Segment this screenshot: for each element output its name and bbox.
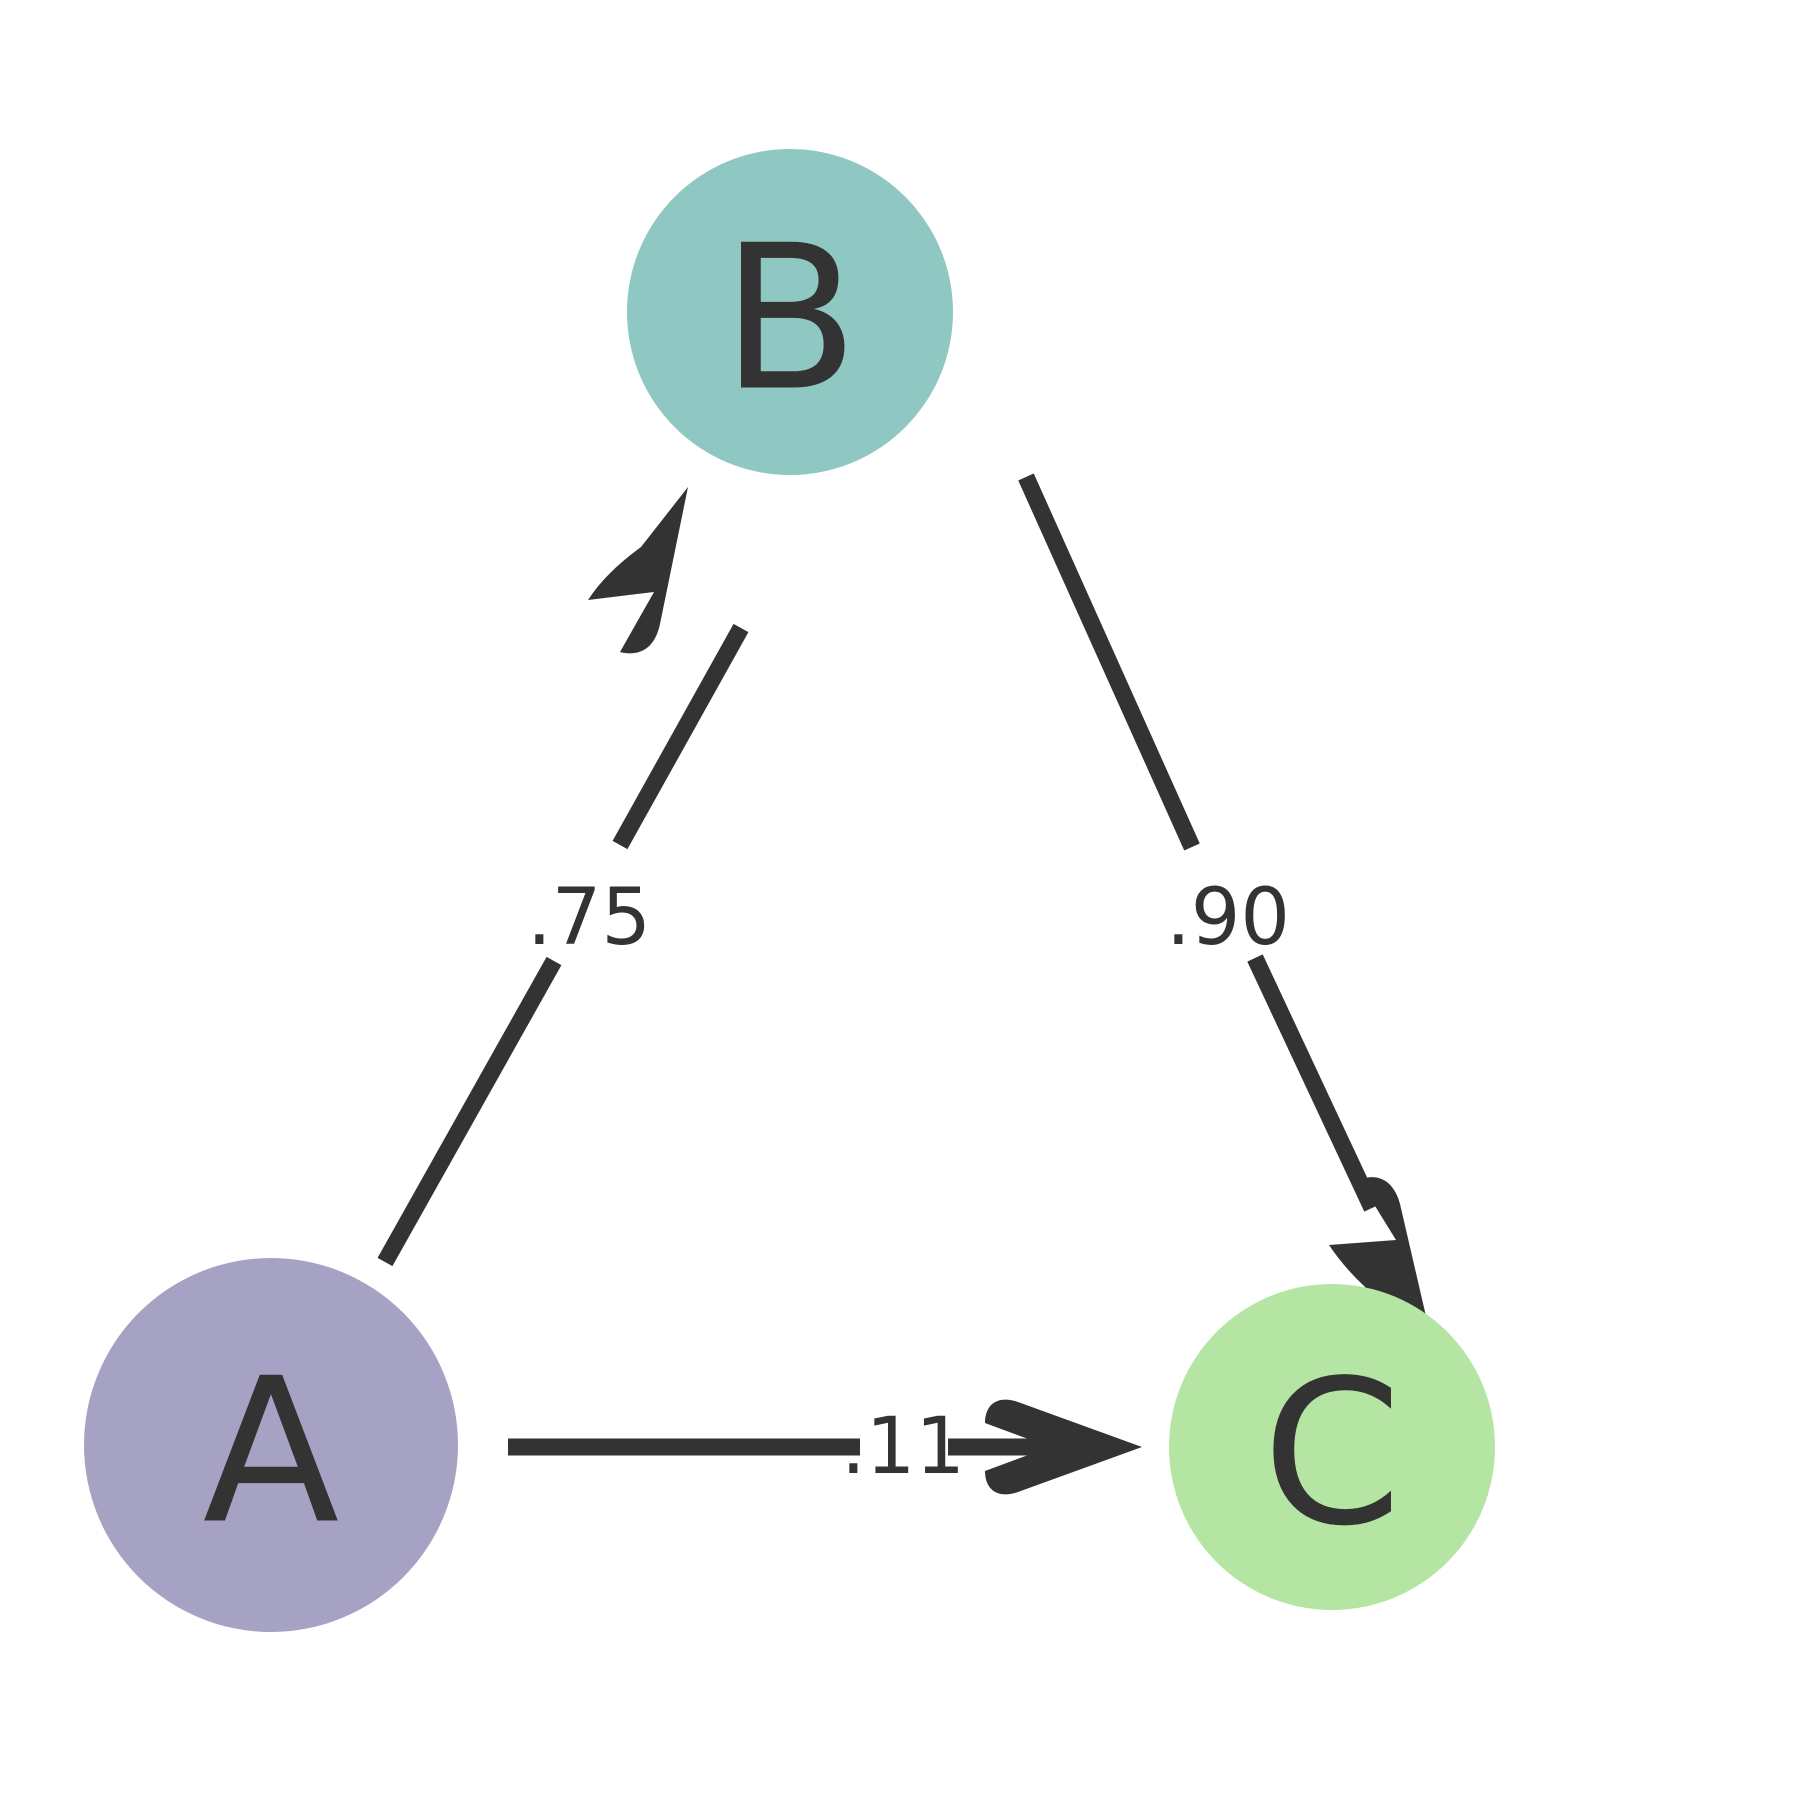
node-b-label: B [721,203,858,436]
edge-b-c[interactable]: .90 [1018,473,1432,1342]
nodes-layer: A B C [84,149,1495,1632]
edge-a-b-arrowhead [588,487,688,654]
edge-b-c-arrowhead [1329,1177,1432,1342]
node-c-label: C [1262,1338,1402,1571]
node-a[interactable]: A [84,1258,458,1632]
edge-b-c-line-upper [1018,473,1200,851]
node-c[interactable]: C [1169,1284,1495,1610]
edge-a-b-line-upper [612,623,749,850]
node-a-circle[interactable] [84,1258,458,1632]
edge-a-b-line-lower [377,956,562,1267]
edges-layer: .75 .90 .11 [377,473,1432,1495]
edge-a-b-label: .75 [527,873,651,963]
edge-b-c-label: .90 [1166,873,1290,963]
node-b-circle[interactable] [627,149,953,475]
edge-a-b[interactable]: .75 [377,487,749,1267]
node-c-circle[interactable] [1169,1284,1495,1610]
node-a-label: A [203,1336,340,1569]
edge-a-c-arrowhead [985,1399,1142,1495]
edge-b-c-line-lower [1247,954,1380,1212]
node-b[interactable]: B [627,149,953,475]
edge-a-c[interactable]: .11 [508,1399,1142,1495]
edge-a-c-label: .11 [841,1402,965,1492]
